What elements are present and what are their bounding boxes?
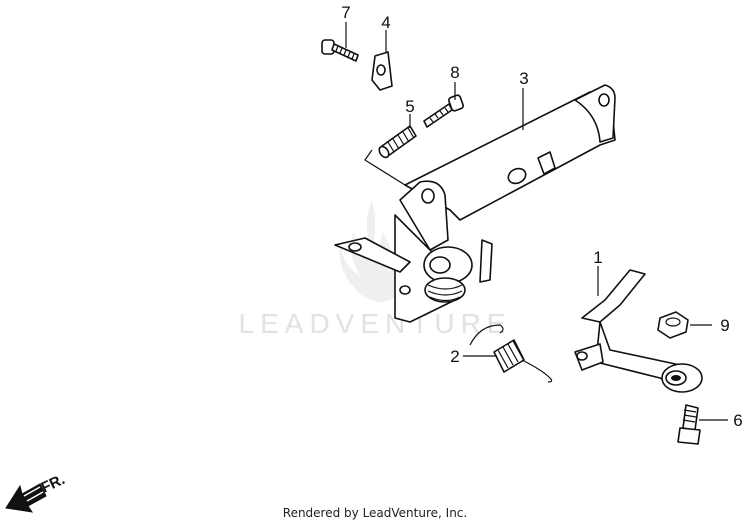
callout-1: 1 [593, 248, 602, 267]
part-lever-1 [574, 269, 703, 393]
credit-text: Rendered by LeadVenture, Inc. [282, 506, 468, 520]
callout-leaders [345, 22, 728, 421]
watermark-text: LEADVENTURE [239, 308, 512, 339]
front-arrow-icon [5, 483, 47, 513]
assembly-leader [364, 149, 406, 186]
part-spring-2 [469, 324, 553, 383]
part-bracket-3 [334, 84, 616, 323]
callout-3: 3 [519, 69, 528, 88]
callout-7: 7 [341, 3, 350, 22]
front-label: FR. [39, 471, 68, 497]
part-screw-8 [423, 94, 464, 128]
part-bolt-7 [321, 39, 359, 62]
callout-2: 2 [450, 347, 459, 366]
callout-4: 4 [381, 13, 390, 32]
callout-9: 9 [720, 316, 729, 335]
part-nut-9 [657, 311, 689, 339]
callout-8: 8 [450, 63, 459, 82]
callout-6: 6 [733, 411, 742, 430]
part-bolt-6 [677, 404, 701, 445]
part-spring-5 [378, 125, 417, 159]
callout-5: 5 [405, 97, 414, 116]
part-clip-4 [371, 51, 393, 91]
